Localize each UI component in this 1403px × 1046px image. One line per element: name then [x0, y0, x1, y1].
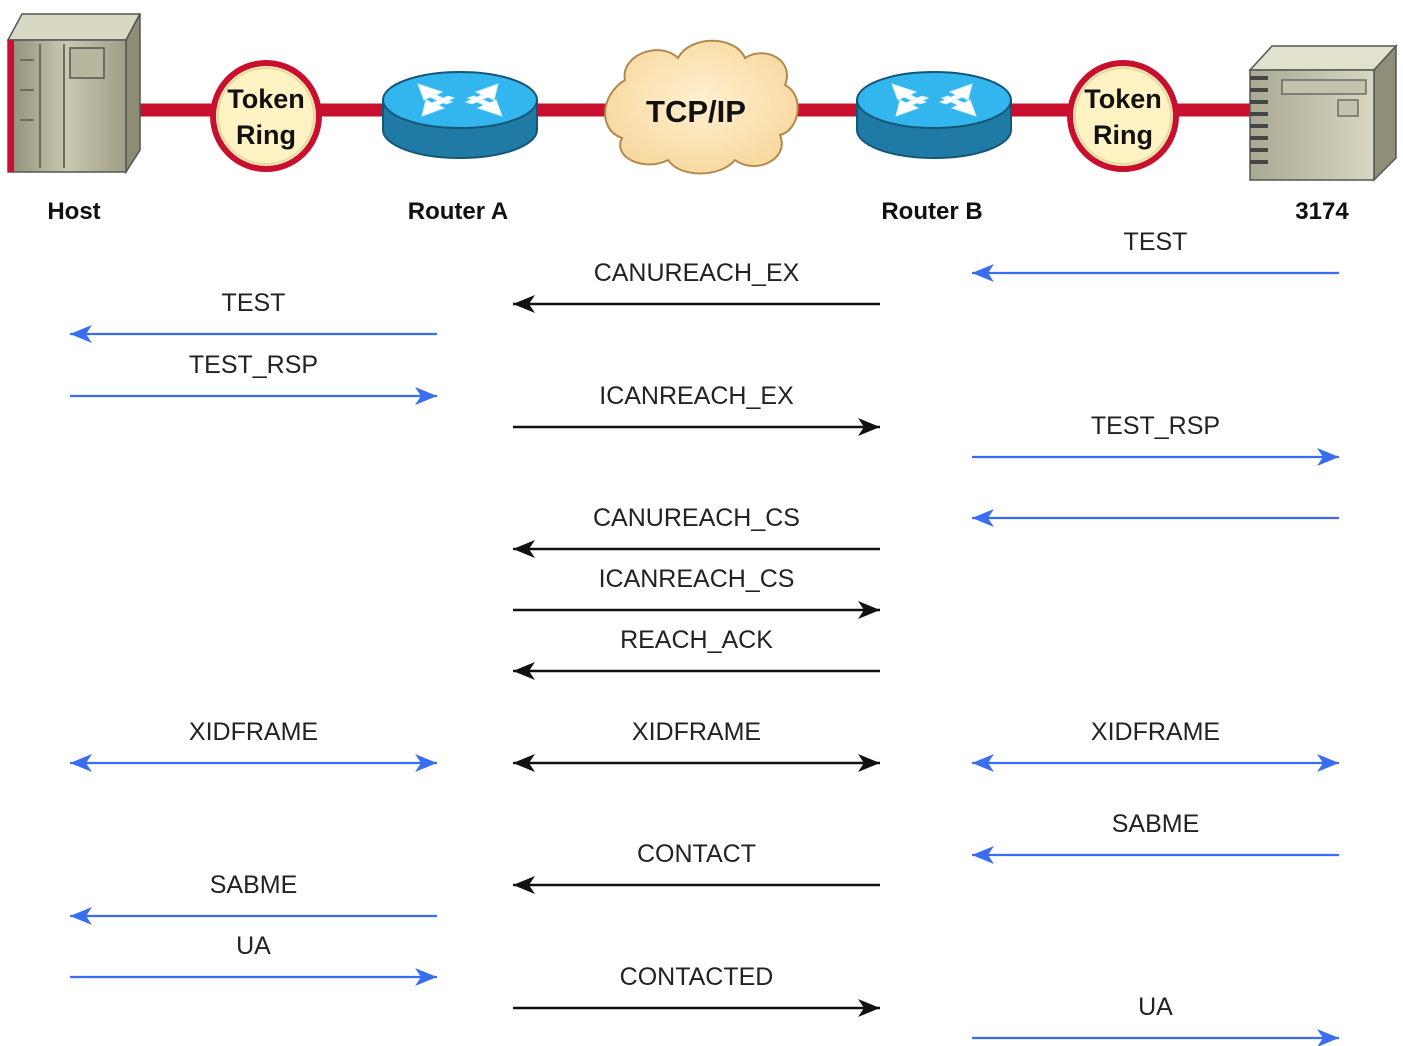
- arrowhead-left: [972, 754, 994, 772]
- controller-label: 3174: [1295, 198, 1349, 225]
- message-label: XIDFRAME: [632, 718, 761, 746]
- router-a-label: Router A: [408, 198, 508, 225]
- message-label: TEST: [222, 289, 286, 317]
- message-arrow: ICANREACH_CS: [513, 565, 880, 619]
- message-label: UA: [1138, 993, 1173, 1021]
- mainframe-icon: [6, 13, 142, 175]
- arrowhead-left: [513, 754, 535, 772]
- host-label: Host: [47, 198, 100, 225]
- arrowhead-right: [415, 968, 437, 986]
- message-label: TEST_RSP: [189, 351, 318, 379]
- token-ring-left-line1: Token: [227, 84, 305, 114]
- message-arrow: REACH_ACK: [513, 626, 880, 680]
- message-arrow: CONTACT: [513, 840, 880, 894]
- message-arrow: XIDFRAME: [513, 718, 880, 772]
- message-flows: TEST CANUREACH_EX TEST TEST_RSP ICANREACH_EX…: [70, 228, 1339, 1046]
- message-label: XIDFRAME: [189, 718, 318, 746]
- arrowhead-right: [858, 601, 880, 619]
- message-label: CANUREACH_CS: [593, 504, 800, 532]
- arrowhead-right: [858, 754, 880, 772]
- token-ring-right-line1: Token: [1084, 84, 1162, 114]
- arrowhead-right: [1317, 448, 1339, 466]
- message-label: UA: [236, 932, 271, 960]
- message-arrow: TEST: [972, 228, 1339, 282]
- message-label: CONTACT: [637, 840, 756, 868]
- message-label: CANUREACH_EX: [594, 259, 800, 287]
- message-label: CONTACTED: [620, 963, 774, 991]
- token-ring-right-line2: Ring: [1093, 120, 1153, 150]
- arrowhead-left: [972, 846, 994, 864]
- arrowhead-right: [415, 387, 437, 405]
- cloud-icon: TCP/IP: [604, 39, 799, 175]
- message-arrow: UA: [972, 993, 1339, 1046]
- message-label: REACH_ACK: [620, 626, 773, 654]
- arrowhead-left: [972, 264, 994, 282]
- message-label: ICANREACH_EX: [599, 382, 794, 410]
- message-arrow: CANUREACH_EX: [513, 259, 880, 313]
- message-label: TEST: [1124, 228, 1188, 256]
- message-arrow: SABME: [972, 810, 1339, 864]
- arrowhead-right: [1317, 754, 1339, 772]
- arrowhead-left: [70, 325, 92, 343]
- cluster-controller-icon: [1248, 44, 1398, 182]
- token-ring-left-line2: Ring: [236, 120, 296, 150]
- message-label: SABME: [1112, 810, 1200, 838]
- router-a-icon: [382, 71, 538, 159]
- message-arrow: ICANREACH_EX: [513, 382, 880, 436]
- arrowhead-left: [70, 754, 92, 772]
- message-arrow: [972, 509, 1339, 527]
- message-arrow: CANUREACH_CS: [513, 504, 880, 558]
- token-ring-right: Token Ring: [1067, 60, 1179, 172]
- message-label: ICANREACH_CS: [599, 565, 795, 593]
- arrowhead-right: [415, 754, 437, 772]
- message-arrow: TEST_RSP: [972, 412, 1339, 466]
- arrowhead-right: [858, 418, 880, 436]
- message-arrow: UA: [70, 932, 437, 986]
- message-arrow: TEST: [70, 289, 437, 343]
- arrowhead-left: [513, 295, 535, 313]
- message-label: XIDFRAME: [1091, 718, 1220, 746]
- arrowhead-right: [1317, 1029, 1339, 1046]
- message-arrow: XIDFRAME: [972, 718, 1339, 772]
- arrowhead-right: [858, 999, 880, 1017]
- arrowhead-left: [70, 907, 92, 925]
- router-b-icon: [856, 71, 1012, 159]
- wan-label: TCP/IP: [646, 94, 746, 129]
- arrowhead-left: [513, 662, 535, 680]
- arrowhead-left: [513, 540, 535, 558]
- arrowhead-left: [513, 876, 535, 894]
- arrowhead-left: [972, 509, 994, 527]
- token-ring-left: Token Ring: [210, 60, 322, 172]
- router-b-label: Router B: [881, 198, 982, 225]
- message-arrow: XIDFRAME: [70, 718, 437, 772]
- message-arrow: CONTACTED: [513, 963, 880, 1017]
- message-label: TEST_RSP: [1091, 412, 1220, 440]
- message-label: SABME: [210, 871, 298, 899]
- message-arrow: TEST_RSP: [70, 351, 437, 405]
- message-arrow: SABME: [70, 871, 437, 925]
